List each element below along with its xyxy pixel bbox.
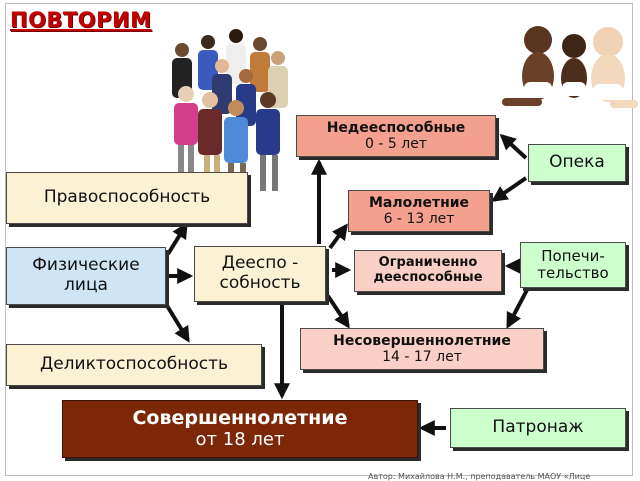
node-popechitelstvo-line2: тельство — [537, 264, 609, 282]
node-sovershennoletnie-title: Совершеннолетние — [132, 406, 348, 429]
baby — [561, 34, 587, 98]
node-maloletnie-age: 6 - 13 лет — [383, 211, 455, 227]
node-fizicheskie-litsa: Физические лица — [6, 247, 166, 305]
node-pravosposobnost: Правоспособность — [6, 172, 248, 224]
crowd-illustration — [172, 29, 288, 193]
arrow-deesposobnost-to-nesovershennoletnie — [326, 294, 350, 329]
node-fizicheskie-line2: лица — [64, 275, 108, 295]
node-deesposobnost: Дееспо - собность — [194, 246, 326, 302]
node-nedeesposobnye-title: Недееспособные — [326, 119, 466, 136]
node-opeka: Опека — [528, 144, 626, 182]
node-nesovershennoletnie: Несовершеннолетние 14 - 17 лет — [300, 328, 544, 370]
node-nesovershennoletnie-title: Несовершеннолетние — [333, 332, 511, 349]
node-popechitelstvo: Попечи- тельство — [520, 242, 626, 288]
arrow-deesposobnost-to-maloletnie — [328, 223, 348, 250]
node-opeka-label: Опека — [549, 152, 605, 173]
node-nedeesposobnye-age: 0 - 5 лет — [365, 136, 427, 152]
node-maloletnie-title: Малолетние — [368, 194, 470, 211]
node-deliktosposobnost: Деликтоспособность — [6, 344, 262, 386]
arrow-popechitelstvo-to-nesovershennoletnie — [506, 287, 530, 329]
baby — [502, 26, 554, 106]
arrow-opeka-to-maloletnie — [491, 176, 528, 202]
node-popechitelstvo-line1: Попечи- — [541, 246, 605, 265]
node-ogranichenno-line1: Ограниченно — [378, 255, 478, 271]
node-fizicheskie-line1: Физические — [32, 255, 140, 276]
babies-illustration — [502, 26, 638, 108]
arrow-opeka-to-nedeesposobnye — [499, 133, 528, 160]
node-nesovershennoletnie-age: 14 - 17 лет — [382, 349, 462, 365]
node-deesposobnost-line1: Дееспо - — [221, 253, 299, 274]
node-patronazh-label: Патронаж — [492, 417, 584, 438]
slide-title: ПОВТОРИМ — [10, 8, 152, 32]
node-sovershennoletnie: Совершеннолетние от 18 лет — [62, 400, 418, 458]
node-ogranichenno-line2: дееспособные — [373, 270, 483, 285]
node-pravosposobnost-label: Правоспособность — [43, 187, 211, 208]
arrow-fizlica-to-pravosposobnost — [166, 222, 188, 256]
node-ogranichenno-deesposobnye: Ограниченно дееспособные — [354, 250, 502, 292]
baby — [591, 27, 638, 108]
node-deliktosposobnost-label: Деликтоспособность — [39, 354, 229, 375]
arrow-fizlica-to-deliktosposobnost — [164, 302, 190, 343]
author-credit: Автор: Михайлова Н.М., преподаватель МАО… — [368, 472, 591, 481]
slide-frame — [5, 3, 633, 476]
node-nedeesposobnye: Недееспособные 0 - 5 лет — [296, 115, 496, 157]
node-deesposobnost-line2: собность — [219, 273, 301, 293]
node-sovershennoletnie-age: от 18 лет — [195, 428, 285, 450]
node-patronazh: Патронаж — [450, 408, 626, 448]
crowd-person — [172, 29, 288, 193]
node-maloletnie: Малолетние 6 - 13 лет — [348, 190, 490, 232]
